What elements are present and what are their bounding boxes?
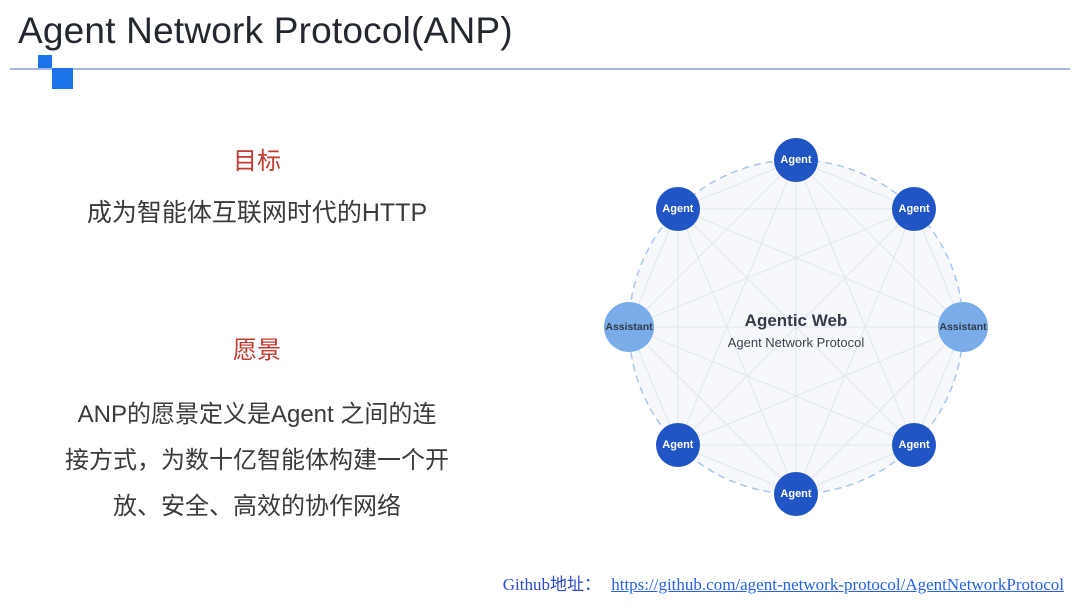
node-label: Agent — [780, 488, 812, 500]
agent-network-diagram: Agentic Web Agent Network Protocol Agent… — [596, 115, 996, 539]
mesh-edge — [677, 326, 964, 446]
mesh-edge — [795, 159, 915, 446]
node-agent: Agent — [655, 186, 700, 231]
decor-square-small — [38, 55, 52, 68]
goal-body: 成为智能体互联网时代的HTTP — [86, 199, 428, 227]
node-agent: Agent — [655, 423, 700, 468]
node-agent: Agent — [774, 138, 818, 182]
page-title: Agent Network Protocol(ANP) — [18, 10, 513, 51]
vision-body: ANP的愿景定义是Agent 之间的连 接方式，为数十亿智能体构建一个开 放、安… — [65, 401, 449, 520]
node-label: Agent — [662, 439, 694, 452]
mesh-edge — [628, 326, 915, 446]
diagram-center-label: Agentic Web Agent Network Protocol — [596, 311, 996, 350]
node-label: Agent — [898, 439, 930, 452]
network-mesh — [628, 159, 964, 495]
node-label: Agent — [898, 202, 930, 215]
mesh-edge — [628, 326, 797, 495]
node-agent: Agent — [892, 186, 937, 231]
title-divider — [10, 68, 1070, 70]
github-link[interactable]: https://github.com/agent-network-protoco… — [611, 575, 1064, 594]
diagram-center-title: Agentic Web — [744, 311, 848, 330]
goal-heading: 目标 — [233, 148, 281, 175]
node-assistant: Assistant — [604, 302, 654, 352]
mesh-edge — [677, 159, 797, 446]
node-label: Assistant — [939, 321, 987, 333]
diagram-center-subtitle: Agent Network Protocol — [727, 335, 865, 350]
mesh-edge — [677, 208, 964, 328]
node-agent: Agent — [774, 472, 818, 516]
mesh-edge — [677, 208, 915, 446]
node-agent: Agent — [892, 423, 937, 468]
decor-square-large — [52, 68, 73, 89]
vision-heading: 愿景 — [233, 337, 281, 364]
node-label: Assistant — [605, 321, 653, 333]
footer: Github地址： https://github.com/agent-netwo… — [503, 570, 1064, 595]
mesh-edge — [795, 208, 915, 495]
node-label: Agent — [780, 154, 812, 166]
node-label: Agent — [662, 202, 694, 215]
mesh-edge — [628, 208, 915, 328]
github-label: Github地址： — [502, 575, 601, 594]
node-assistant: Assistant — [938, 302, 988, 352]
mesh-edge — [677, 208, 797, 495]
